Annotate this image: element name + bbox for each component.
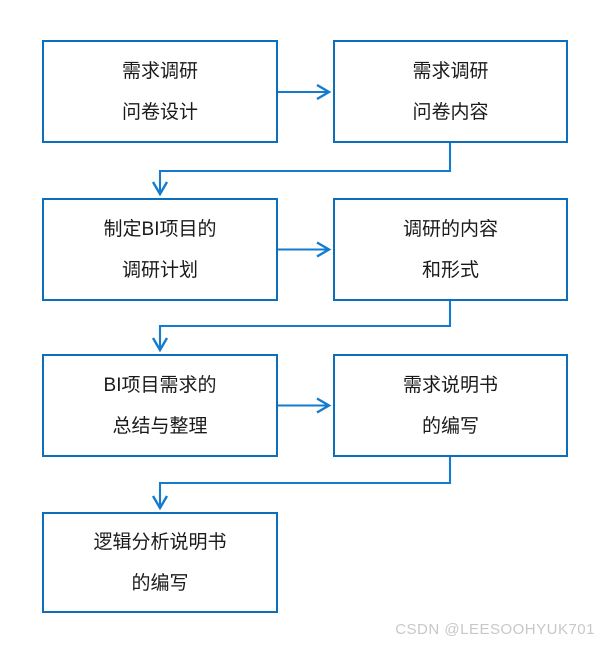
flow-node-survey-content: 需求调研 问卷内容 — [333, 40, 568, 143]
flow-node-survey-design: 需求调研 问卷设计 — [42, 40, 278, 143]
node-text-line: 调研的内容 — [402, 218, 498, 240]
node-text-line: 的编写 — [131, 572, 189, 594]
node-text-line: 制定BI项目的 — [103, 218, 217, 240]
node-text-line: 需求说明书 — [402, 374, 498, 396]
node-text-line: 总结与整理 — [112, 415, 208, 437]
node-text-line: 问卷设计 — [121, 101, 198, 123]
node-text-line: 需求调研 — [412, 60, 489, 82]
flow-node-research-plan: 制定BI项目的 调研计划 — [42, 198, 278, 301]
node-text-line: 的编写 — [421, 415, 479, 437]
arrow-n2-n3 — [151, 143, 452, 197]
node-text-line: 调研计划 — [121, 259, 198, 281]
node-text-line: 需求调研 — [121, 60, 198, 82]
node-text-line: 问卷内容 — [412, 101, 489, 123]
node-text-line: BI项目需求的 — [103, 374, 217, 396]
arrow-n4-n5 — [151, 301, 452, 353]
flow-node-requirements-spec: 需求说明书 的编写 — [333, 354, 568, 457]
node-text-line: 逻辑分析说明书 — [93, 531, 227, 553]
watermark: CSDN @LEESOOHYUK701 — [395, 621, 595, 638]
flow-node-research-content-form: 调研的内容 和形式 — [333, 198, 568, 301]
flow-node-requirements-summary: BI项目需求的 总结与整理 — [42, 354, 278, 457]
node-text-line: 和形式 — [421, 259, 479, 281]
flow-node-logic-analysis-spec: 逻辑分析说明书 的编写 — [42, 512, 278, 613]
arrow-n6-n7 — [151, 457, 452, 511]
